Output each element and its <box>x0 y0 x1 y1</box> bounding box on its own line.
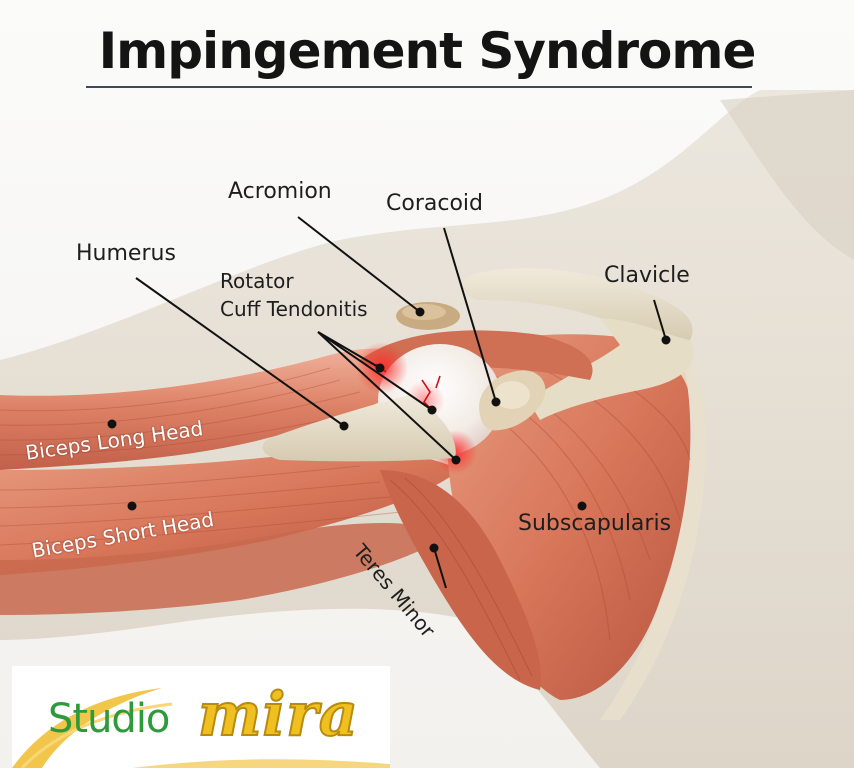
label-acromion: Acromion <box>228 180 332 204</box>
studio-mira-logo: Studio mira <box>12 666 390 768</box>
label-rotator-line2: Cuff Tendonitis <box>220 298 368 320</box>
label-rotator-line1: Rotator <box>220 270 294 292</box>
page-title: Impingement Syndrome <box>0 22 854 80</box>
label-subscapularis: Subscapularis <box>518 512 671 536</box>
label-clavicle: Clavicle <box>604 264 690 288</box>
logo-mira-text: mira <box>198 680 359 750</box>
logo-studio-text: Studio <box>48 696 169 742</box>
title-underline <box>86 86 752 88</box>
label-coracoid: Coracoid <box>386 192 483 216</box>
label-humerus: Humerus <box>76 242 176 266</box>
